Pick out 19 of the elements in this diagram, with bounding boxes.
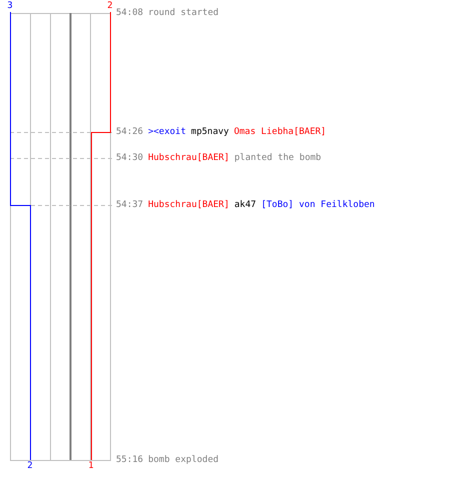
player-name: Hubschrau[BAER] [148,153,230,163]
event-text: bomb exploded [148,455,219,465]
weapon-name: ak47 [234,200,256,210]
event-text: planted the bomb [234,153,322,163]
player-count: 1 [88,461,94,471]
player-name: Omas Liebha[BAER] [234,127,326,137]
timestamp: 55:16 [116,455,144,465]
player-name: [ToBo] von Feilkloben [261,200,375,210]
timestamp: 54:37 [116,200,144,210]
weapon-name: mp5navy [191,127,229,137]
player-count: 2 [107,1,113,11]
timestamp: 54:30 [116,153,144,163]
player-count: 2 [27,461,33,471]
player-count: 3 [7,1,13,11]
event-text: round started [148,8,219,18]
player-name: ><exoit [148,127,186,137]
timestamp: 54:26 [116,127,144,137]
player-name: Hubschrau[BAER] [148,200,230,210]
timestamp: 54:08 [116,8,144,18]
